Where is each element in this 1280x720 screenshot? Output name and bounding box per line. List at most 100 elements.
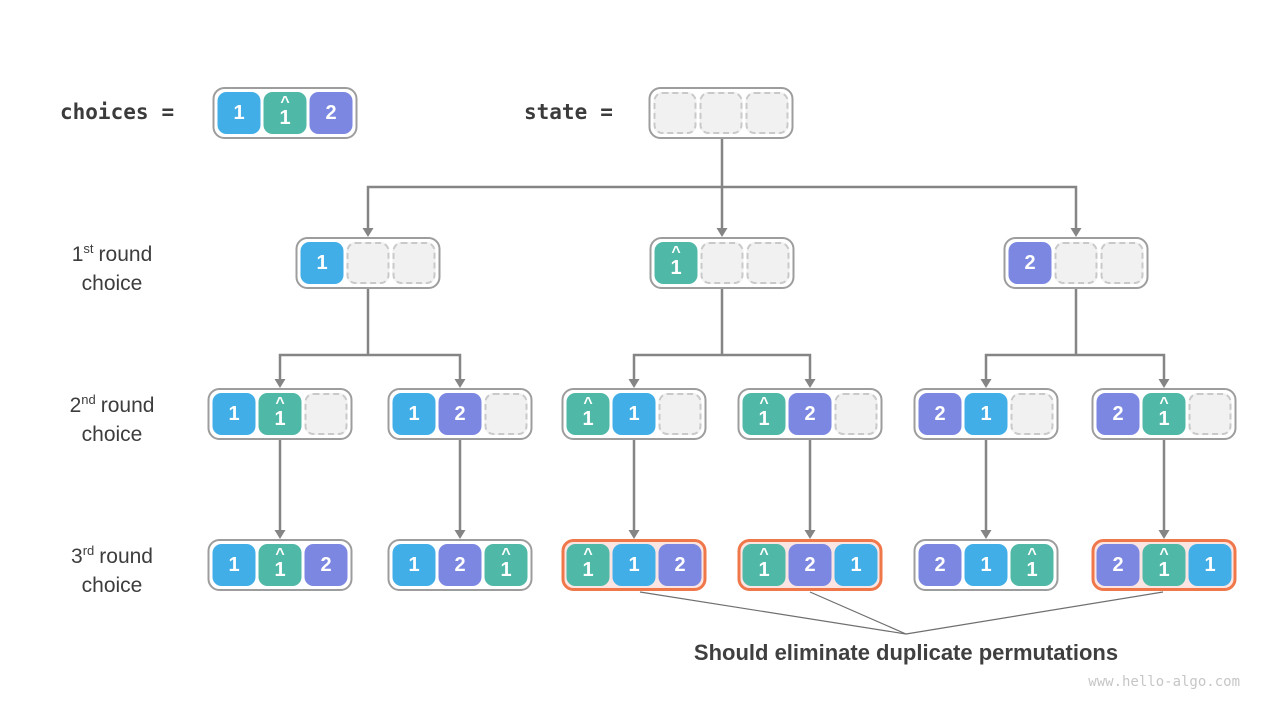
round-3-ordinal: 3 (71, 545, 83, 568)
arrowhead-down-icon (274, 379, 286, 388)
cell-value: 1 (758, 407, 770, 430)
empty-slot (834, 393, 878, 435)
cell-value: 1 (670, 256, 682, 279)
state-node: ^1 2 (737, 388, 883, 440)
cell-value: 1 (980, 402, 992, 425)
choices-equals-sign: = (161, 100, 175, 124)
empty-slot (1054, 242, 1098, 284)
state-label-group: state = (524, 99, 613, 125)
round-3-suffix: rd (82, 543, 95, 558)
empty-slot (1100, 242, 1144, 284)
state-equals-sign: = (600, 100, 613, 124)
choice-cell-2: 2 (438, 544, 482, 586)
arrowhead-down-icon (454, 379, 466, 388)
choice-cell-1-hat: ^1 (484, 544, 528, 586)
choice-cell-2: 2 (918, 393, 962, 435)
choice-cell-1-hat: ^1 (1142, 393, 1186, 435)
round-1-word2: choice (81, 272, 143, 295)
empty-slot (699, 92, 743, 134)
hat-mark: ^ (759, 394, 769, 412)
hat-mark: ^ (275, 545, 285, 563)
hat-mark: ^ (759, 545, 769, 563)
round-2-ordinal: 2 (69, 394, 82, 417)
hat-mark: ^ (671, 243, 681, 261)
round-1-suffix: st (83, 241, 94, 256)
choice-cell-1: 1 (612, 393, 656, 435)
cell-value: 1 (1158, 407, 1170, 430)
cell-value: 1 (228, 402, 240, 425)
arrowhead-down-icon (362, 228, 374, 237)
duplicate-permutations-annotation: Should eliminate duplicate permutations (693, 640, 1119, 665)
choice-cell-2: 2 (304, 544, 348, 586)
state-node: 2 ^1 (1091, 388, 1237, 440)
arrowhead-down-icon (1158, 530, 1170, 539)
hat-mark: ^ (1027, 545, 1037, 563)
duplicate-pointer-line (905, 591, 1164, 635)
choice-cell-1-hat: ^1 (1142, 544, 1186, 586)
choice-cell-1-hat: ^1 (1010, 544, 1054, 586)
cell-value: 2 (1112, 553, 1124, 576)
choice-cell-2: 2 (438, 393, 482, 435)
empty-slot (746, 242, 790, 284)
choice-cell-1: 1 (300, 242, 344, 284)
cell-value: 2 (674, 553, 686, 576)
choice-cell-1-hat: ^1 (654, 242, 698, 284)
cell-value: 1 (316, 251, 328, 274)
cell-value: 1 (408, 402, 420, 425)
choice-cell-1: 1 (964, 393, 1008, 435)
choices-label: choices (60, 100, 149, 124)
arrowhead-down-icon (804, 379, 816, 388)
state-node: 1^1 (207, 388, 353, 440)
empty-slot (653, 92, 697, 134)
cell-value: 2 (1024, 251, 1036, 274)
arrowhead-down-icon (804, 530, 816, 539)
empty-slot (745, 92, 789, 134)
state-array (648, 87, 794, 139)
hat-mark: ^ (1159, 394, 1169, 412)
choice-cell-1-hat: ^1 (742, 544, 786, 586)
hat-mark: ^ (583, 394, 593, 412)
arrowhead-down-icon (454, 530, 466, 539)
choice-cell-1-hat: ^1 (263, 92, 307, 134)
empty-slot (304, 393, 348, 435)
cell-value: 2 (804, 402, 816, 425)
duplicate-pointer-line (639, 591, 907, 635)
cell-value: 2 (1112, 402, 1124, 425)
arrowhead-down-icon (274, 530, 286, 539)
choice-cell-1: 1 (1188, 544, 1232, 586)
choice-cell-1-hat: ^1 (566, 544, 610, 586)
hat-mark: ^ (275, 394, 285, 412)
arrowhead-down-icon (628, 530, 640, 539)
cell-value: 1 (1026, 558, 1038, 581)
choice-cell-2: 2 (1096, 393, 1140, 435)
cell-value: 1 (274, 407, 286, 430)
choice-cell-2: 2 (788, 393, 832, 435)
cell-value: 1 (500, 558, 512, 581)
cell-value: 1 (228, 553, 240, 576)
choice-cell-1: 1 (612, 544, 656, 586)
round-2-word2: choice (81, 423, 143, 446)
empty-slot (1188, 393, 1232, 435)
choice-cell-1-hat: ^1 (258, 544, 302, 586)
cell-value: 1 (1204, 553, 1216, 576)
cell-value: 1 (582, 407, 594, 430)
cell-value: 1 (274, 558, 286, 581)
cell-value: 1 (980, 553, 992, 576)
empty-slot (392, 242, 436, 284)
cell-value: 1 (233, 101, 245, 124)
hat-mark: ^ (583, 545, 593, 563)
cell-value: 1 (1158, 558, 1170, 581)
choice-cell-1: 1 (392, 393, 436, 435)
empty-slot (700, 242, 744, 284)
choices-label-group: choices = (60, 99, 174, 125)
cell-value: 1 (582, 558, 594, 581)
